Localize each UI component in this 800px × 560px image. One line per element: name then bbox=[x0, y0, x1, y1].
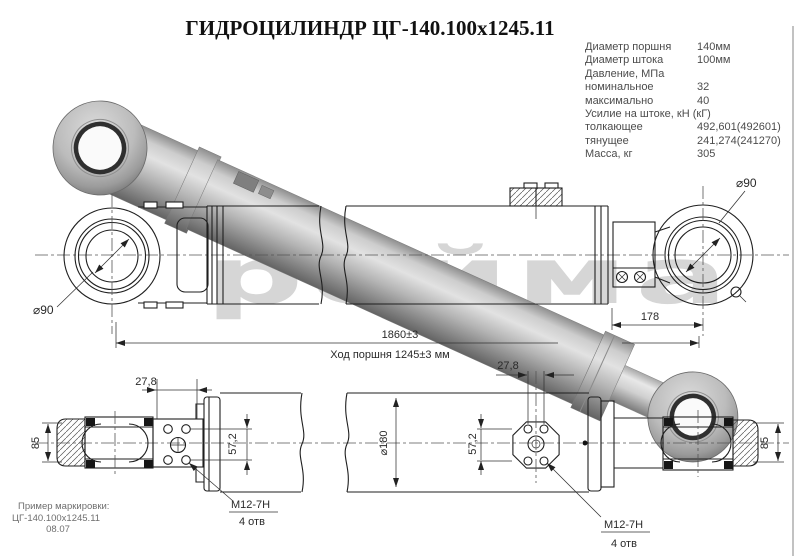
top-dimensions: ⌀90 ⌀90 178 1860±3 Ход поршня 1245±3 мм bbox=[33, 176, 757, 361]
top-left-eye bbox=[63, 194, 161, 334]
iso-port-boss-2 bbox=[258, 184, 275, 200]
thread-label: M12-7H bbox=[231, 499, 270, 511]
marking-line: 08.07 bbox=[46, 524, 70, 535]
bottom-left-eye-section bbox=[56, 418, 86, 467]
dim-180: ⌀180 bbox=[378, 431, 390, 456]
thread-callout-right: M12-7H 4 отв bbox=[546, 462, 650, 550]
dim-178: 178 bbox=[641, 311, 659, 323]
marking-line: ЦГ-140.100x1245.11 bbox=[12, 512, 101, 524]
holes-label: 4 отв bbox=[239, 516, 265, 528]
dim-85-right: 85 bbox=[759, 437, 771, 449]
dim-d90-left: ⌀90 bbox=[33, 303, 54, 317]
marking-note: Пример маркировки: ЦГ-140.100x1245.11 08… bbox=[12, 501, 122, 536]
bottom-right-rod bbox=[614, 417, 663, 469]
thread-label: M12-7H bbox=[604, 519, 643, 531]
break-line bbox=[299, 392, 305, 493]
marking-line: Пример маркировки: bbox=[18, 501, 110, 512]
top-barrel-left bbox=[207, 205, 319, 305]
dim-85-left: 85 bbox=[30, 437, 42, 449]
thread-callout-left: M12-7H 4 отв bbox=[188, 462, 278, 528]
dim-d90-right: ⌀90 bbox=[736, 176, 757, 190]
bottom-barrel-right bbox=[347, 392, 589, 493]
iso-port-boss bbox=[233, 171, 260, 193]
spec-row: Давление, МПа bbox=[585, 67, 665, 80]
top-rod-flange bbox=[612, 221, 671, 288]
top-clevis-bracket bbox=[176, 217, 209, 293]
bottom-port-flange bbox=[512, 371, 560, 483]
dim-278-left: 27,8 bbox=[135, 376, 156, 388]
top-port-block bbox=[509, 182, 563, 219]
page-title: ГИДРОЦИЛИНДР ЦГ-140.100х1245.11 bbox=[185, 16, 555, 40]
dim-stroke: Ход поршня 1245±3 мм bbox=[330, 349, 449, 361]
top-right-eye bbox=[652, 186, 754, 336]
break-line bbox=[318, 205, 324, 305]
holes-label: 4 отв bbox=[611, 538, 637, 550]
dim-572-right: 57,2 bbox=[467, 433, 479, 454]
bottom-left-flange bbox=[152, 418, 204, 468]
break-line bbox=[343, 205, 349, 305]
dim-278-right: 27,8 bbox=[497, 360, 518, 372]
top-view: ⌀90 ⌀90 178 1860±3 Ход поршня 1245±3 мм bbox=[33, 176, 789, 361]
bottom-right-eye-section bbox=[732, 419, 759, 467]
break-line bbox=[344, 392, 350, 493]
bottom-view: 85 ⌀18 bbox=[30, 360, 789, 550]
bottom-left-cap bbox=[203, 396, 221, 492]
dim-1860: 1860±3 bbox=[382, 329, 419, 341]
center-point bbox=[582, 440, 588, 446]
bottom-barrel-left bbox=[220, 392, 301, 493]
spec-row: Усилие на штоке, кН (кГ) bbox=[585, 108, 711, 121]
dim-572-left: 57,2 bbox=[227, 433, 239, 454]
